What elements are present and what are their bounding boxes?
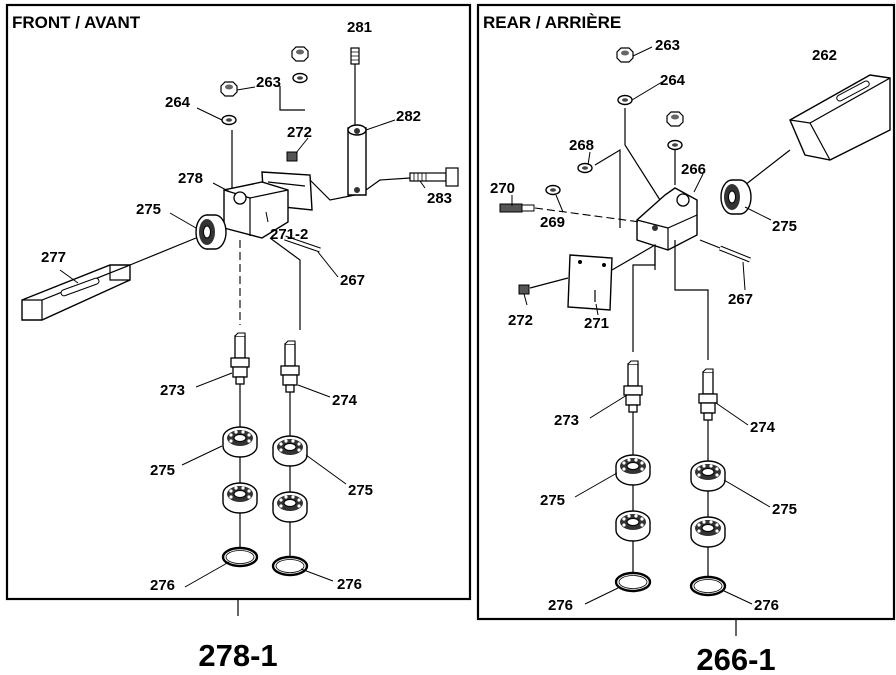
part-275-bearing-front-2 bbox=[272, 435, 308, 467]
part-277-mounting-arm bbox=[21, 264, 131, 321]
callout-264-rear: 264 bbox=[660, 72, 686, 89]
leader-plate bbox=[309, 179, 356, 201]
part-267-pin-rear bbox=[719, 245, 751, 263]
front-assembly-label: 278-1 bbox=[198, 638, 277, 673]
callout-274-front: 274 bbox=[332, 392, 358, 409]
callout-283: 283 bbox=[427, 190, 452, 207]
part-281-set-screw bbox=[350, 47, 360, 65]
callout-262: 262 bbox=[812, 47, 837, 64]
part-264-washer-rear bbox=[617, 94, 633, 106]
callout-272-front: 272 bbox=[287, 124, 312, 141]
callout-271-2: 271-2 bbox=[270, 226, 308, 243]
part-275-side-bearing-front bbox=[195, 214, 227, 250]
part-276-ring-rear-2 bbox=[689, 575, 727, 597]
callout-267-rear: 267 bbox=[728, 291, 753, 308]
part-264-washer-front bbox=[221, 114, 237, 126]
callout-269: 269 bbox=[540, 214, 565, 231]
callout-263-front: 263 bbox=[256, 74, 281, 91]
part-278-pivot-block bbox=[223, 181, 289, 239]
leader-263-rear bbox=[624, 108, 661, 201]
callout-277: 277 bbox=[41, 249, 66, 266]
part-276-ring-front-1 bbox=[221, 546, 259, 568]
leader-267-rear-axis bbox=[699, 239, 721, 249]
part-274-shaft-rear bbox=[698, 368, 718, 421]
part-washer-rear-2 bbox=[667, 139, 683, 151]
part-275-bearing-front-4 bbox=[272, 491, 308, 523]
callout-276-front-2: 276 bbox=[337, 576, 362, 593]
callout-274-rear: 274 bbox=[750, 419, 776, 436]
callout-281: 281 bbox=[347, 19, 372, 36]
callout-270: 270 bbox=[490, 180, 515, 197]
callout-273-front: 273 bbox=[160, 382, 185, 399]
part-283-bolt bbox=[409, 167, 459, 187]
rear-assembly-label: 266-1 bbox=[696, 642, 775, 675]
part-nut-top-front bbox=[291, 46, 309, 62]
callout-266: 266 bbox=[681, 161, 706, 178]
axis-273-rear bbox=[632, 250, 656, 352]
callout-276-rear-1: 276 bbox=[548, 597, 573, 614]
axis-270 bbox=[534, 207, 641, 223]
front-panel-title: FRONT / AVANT bbox=[12, 13, 141, 32]
callout-268: 268 bbox=[569, 137, 594, 154]
part-274-shaft-front bbox=[280, 340, 300, 393]
part-275-bearing-rear-2 bbox=[690, 460, 726, 492]
part-washer-top-front bbox=[292, 72, 308, 84]
part-262-mounting-arm bbox=[789, 74, 891, 161]
part-276-ring-rear-1 bbox=[614, 571, 652, 593]
part-273-shaft-rear bbox=[623, 360, 643, 413]
callout-275-side-front: 275 bbox=[136, 201, 161, 218]
callout-272-rear: 272 bbox=[508, 312, 533, 329]
callout-282: 282 bbox=[396, 108, 421, 125]
part-273-shaft-front bbox=[230, 332, 250, 385]
leader-277-axis bbox=[129, 237, 197, 266]
axis-274-rear bbox=[674, 240, 709, 360]
part-282-arm bbox=[347, 124, 367, 196]
callout-263-rear: 263 bbox=[655, 37, 680, 54]
callout-275-bearing-rear-2: 275 bbox=[772, 501, 797, 518]
callout-275-bearing-front-2: 275 bbox=[348, 482, 373, 499]
callout-271: 271 bbox=[584, 315, 609, 332]
callout-275-bearing-rear-1: 275 bbox=[540, 492, 565, 509]
leader-272-rear bbox=[529, 277, 569, 289]
part-276-ring-front-2 bbox=[271, 555, 309, 577]
part-270-bolt bbox=[499, 203, 535, 213]
callout-276-rear-2: 276 bbox=[754, 597, 779, 614]
part-275-bearing-front-1 bbox=[222, 426, 258, 458]
callout-273-rear: 273 bbox=[554, 412, 579, 429]
part-272-screw-rear bbox=[518, 284, 530, 295]
leader-283 bbox=[365, 177, 411, 191]
callout-276-front-1: 276 bbox=[150, 577, 175, 594]
rear-panel-title: REAR / ARRIÈRE bbox=[483, 13, 621, 32]
rear-panel: REAR / ARRIÈRE 266-1 bbox=[476, 3, 896, 675]
front-panel-frame bbox=[5, 3, 472, 601]
callout-275-side-rear: 275 bbox=[772, 218, 797, 235]
part-275-bearing-rear-4 bbox=[690, 516, 726, 548]
part-272-screw-front bbox=[286, 151, 298, 162]
leader-267-front bbox=[269, 237, 301, 330]
front-panel: FRONT / AVANT 278-1 bbox=[5, 3, 472, 673]
part-269-washer bbox=[545, 184, 561, 196]
leader-262-axis bbox=[744, 149, 791, 186]
part-266-pivot-block bbox=[636, 187, 698, 251]
part-263-nut-rear bbox=[616, 47, 634, 63]
part-268-washer bbox=[577, 162, 593, 174]
part-275-bearing-front-3 bbox=[222, 482, 258, 514]
callout-278: 278 bbox=[178, 170, 203, 187]
rear-panel-frame bbox=[476, 3, 896, 621]
part-263-nut-front bbox=[220, 81, 238, 97]
leader-top-nut-front bbox=[279, 86, 305, 111]
part-271-plate bbox=[567, 254, 613, 311]
callout-267-front: 267 bbox=[340, 272, 365, 289]
part-nut-rear-2 bbox=[666, 111, 684, 127]
part-275-bearing-rear-1 bbox=[615, 454, 651, 486]
leader-268 bbox=[594, 148, 621, 228]
part-267-pin-front bbox=[284, 235, 321, 253]
callout-264-front: 264 bbox=[165, 94, 191, 111]
part-275-side-bearing-rear bbox=[720, 179, 752, 215]
part-275-bearing-rear-3 bbox=[615, 510, 651, 542]
callout-275-bearing-front-1: 275 bbox=[150, 462, 175, 479]
